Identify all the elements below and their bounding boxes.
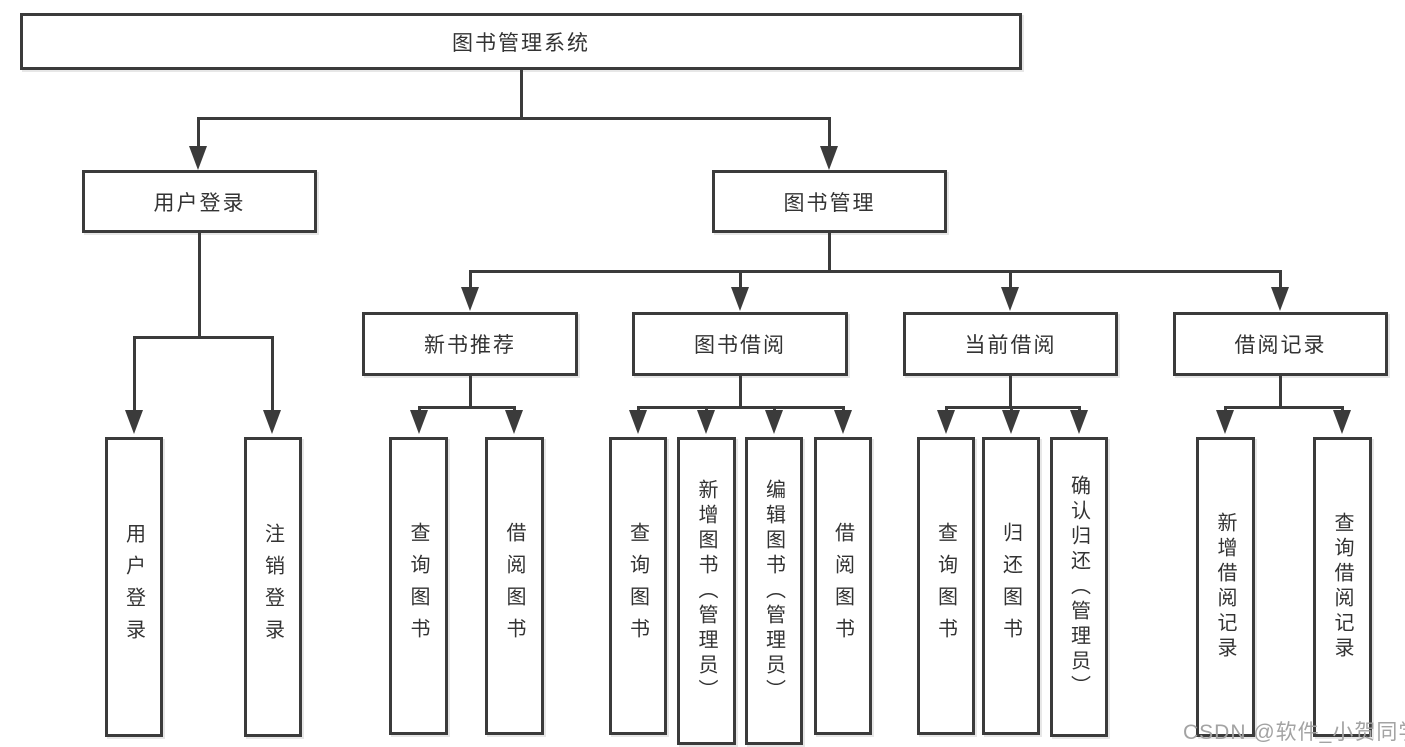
leaf-nbr-borrow-books: 借阅图书 <box>485 437 544 735</box>
leaf-br-query-borrow-record: 查询借阅记录 <box>1313 437 1372 737</box>
arrow-to-user-login <box>189 146 207 170</box>
arrow-to-book-borrow <box>731 287 749 311</box>
leaf-bb-borrow-books: 借阅图书 <box>814 437 872 735</box>
arrow-bb-leaf-1 <box>629 410 647 434</box>
leaf-bb-query-books-label: 查询图书 <box>626 522 649 650</box>
arrow-to-book-management <box>820 146 838 170</box>
connector-bm-drop-1 <box>469 270 472 289</box>
leaf-nbr-query-books: 查询图书 <box>389 437 448 735</box>
leaf-cb-query-books: 查询图书 <box>917 437 975 735</box>
connector-cb-stem <box>1009 376 1012 408</box>
leaf-bb-edit-books-admin-label: 编辑图书（管理员） <box>762 478 785 704</box>
arrow-cb-leaf-2 <box>1002 410 1020 434</box>
leaf-user-login-label: 用户登录 <box>122 523 145 651</box>
connector-root-drop-left <box>197 117 200 148</box>
leaf-cb-return-books-label: 归还图书 <box>999 522 1022 650</box>
leaf-bb-add-books-admin-label: 新增图书（管理员） <box>695 478 717 704</box>
leaf-bb-edit-books-admin: 编辑图书（管理员） <box>745 437 803 745</box>
connector-bb-stem <box>739 376 742 408</box>
leaf-cb-confirm-return-admin-label: 确认归还（管理员） <box>1067 474 1090 700</box>
connector-user-login-bar <box>133 336 273 339</box>
node-user-login-label: 用户登录 <box>153 191 246 215</box>
csdn-watermark: CSDN @软件_小贺同学 <box>1183 721 1405 744</box>
leaf-cb-return-books: 归还图书 <box>982 437 1040 735</box>
node-root-label: 图书管理系统 <box>452 31 590 55</box>
node-borrow-records: 借阅记录 <box>1173 312 1388 376</box>
arrow-bb-leaf-4 <box>834 410 852 434</box>
arrow-br-leaf-2 <box>1333 410 1351 434</box>
arrow-to-borrow-records <box>1271 287 1289 311</box>
leaf-bb-borrow-books-label: 借阅图书 <box>831 522 854 650</box>
node-book-borrow-label: 图书借阅 <box>694 334 786 357</box>
arrow-to-leaf-logout <box>263 410 281 434</box>
connector-bm-drop-4 <box>1279 270 1282 289</box>
arrow-to-new-book-recommend <box>461 287 479 311</box>
connector-nbr-stem <box>469 376 472 408</box>
arrow-to-leaf-user-login <box>125 410 143 434</box>
connector-book-management-bar <box>469 270 1281 273</box>
connector-user-login-stem <box>198 233 201 338</box>
connector-br-bar <box>1224 406 1344 409</box>
node-root-book-management-system: 图书管理系统 <box>20 13 1022 70</box>
connector-bm-drop-3 <box>1009 270 1012 289</box>
node-current-borrow-label: 当前借阅 <box>964 334 1057 357</box>
connector-root-drop-right <box>828 117 831 148</box>
arrow-nbr-leaf-2 <box>505 410 523 434</box>
node-user-login: 用户登录 <box>82 170 317 233</box>
connector-book-management-stem <box>828 233 831 272</box>
leaf-bb-query-books: 查询图书 <box>609 437 667 735</box>
arrow-bb-leaf-3 <box>765 410 783 434</box>
leaf-nbr-query-books-label: 查询图书 <box>407 522 429 650</box>
leaf-cb-confirm-return-admin: 确认归还（管理员） <box>1050 437 1108 737</box>
connector-user-login-drop-2 <box>271 336 274 412</box>
arrow-to-current-borrow <box>1001 287 1019 311</box>
leaf-br-add-borrow-record-label: 新增借阅记录 <box>1214 512 1236 662</box>
node-new-book-recommend-label: 新书推荐 <box>424 334 516 357</box>
connector-br-stem <box>1279 376 1282 408</box>
connector-user-login-drop-1 <box>133 336 136 412</box>
connector-root-bar <box>197 117 830 120</box>
leaf-br-query-borrow-record-label: 查询借阅记录 <box>1331 512 1353 662</box>
node-current-borrow: 当前借阅 <box>903 312 1118 376</box>
arrow-br-leaf-1 <box>1216 410 1234 434</box>
node-book-management: 图书管理 <box>712 170 947 233</box>
node-new-book-recommend: 新书推荐 <box>362 312 578 376</box>
arrow-bb-leaf-2 <box>697 410 715 434</box>
connector-bm-drop-2 <box>739 270 742 289</box>
node-book-management-label: 图书管理 <box>783 191 876 215</box>
leaf-cb-query-books-label: 查询图书 <box>934 522 957 650</box>
arrow-cb-leaf-1 <box>937 410 955 434</box>
leaf-user-login: 用户登录 <box>105 437 163 737</box>
connector-bb-bar <box>637 406 844 409</box>
node-borrow-records-label: 借阅记录 <box>1234 334 1327 357</box>
arrow-cb-leaf-3 <box>1070 410 1088 434</box>
connector-root-stem <box>520 70 523 118</box>
connector-nbr-bar <box>418 406 515 409</box>
leaf-bb-add-books-admin: 新增图书（管理员） <box>677 437 736 745</box>
leaf-nbr-borrow-books-label: 借阅图书 <box>503 522 525 650</box>
leaf-logout: 注销登录 <box>244 437 302 737</box>
leaf-logout-label: 注销登录 <box>261 523 284 651</box>
leaf-br-add-borrow-record: 新增借阅记录 <box>1196 437 1255 737</box>
arrow-nbr-leaf-1 <box>410 410 428 434</box>
node-book-borrow: 图书借阅 <box>632 312 848 376</box>
